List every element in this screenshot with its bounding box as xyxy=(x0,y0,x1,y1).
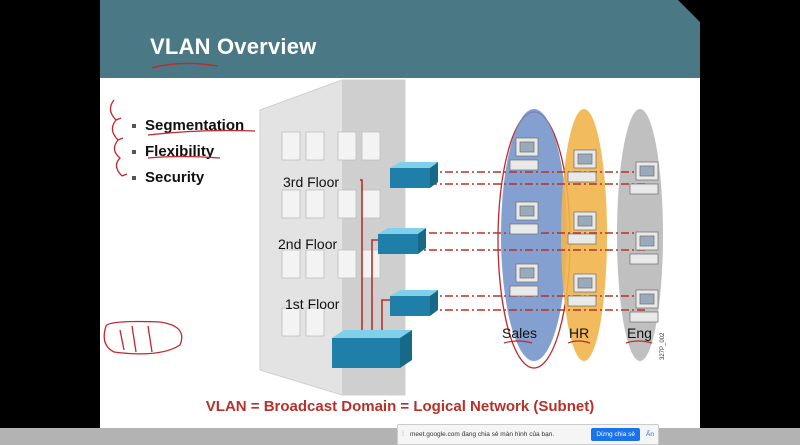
floor-label-2nd: 2nd Floor xyxy=(278,236,338,252)
pc-hr-2 xyxy=(567,211,597,245)
slide-header: VLAN Overview xyxy=(100,0,700,78)
pc-eng-2 xyxy=(629,231,659,265)
slide-code: 327P_002 xyxy=(660,332,666,360)
pc-hr-3 xyxy=(567,273,597,307)
label-underlines xyxy=(503,340,653,344)
stop-sharing-button[interactable]: Dừng chia sẻ xyxy=(591,428,641,441)
slide: VLAN Overview Segmentation Flexibility S… xyxy=(100,0,700,428)
drag-handle-icon[interactable]: ⁞ xyxy=(402,431,404,438)
core-switch xyxy=(332,330,412,368)
bullet-flexibility: Flexibility xyxy=(130,142,244,168)
vlan-diagram xyxy=(103,62,663,396)
workstations xyxy=(509,137,659,323)
pc-sales-3 xyxy=(509,263,539,297)
pc-hr-1 xyxy=(567,149,597,183)
hide-button[interactable]: Ẩn xyxy=(646,431,654,438)
switch-2nd-floor xyxy=(378,228,426,254)
slide-caption: VLAN = Broadcast Domain = Logical Networ… xyxy=(205,398,595,415)
header-corner xyxy=(678,0,700,22)
floor-switches xyxy=(332,162,438,368)
pc-sales-1 xyxy=(509,137,539,171)
group-label-sales: Sales xyxy=(502,325,538,341)
floor-label-3rd: 3rd Floor xyxy=(283,174,340,190)
bullet-segmentation: Segmentation xyxy=(130,116,244,142)
switch-3rd-floor xyxy=(390,162,438,188)
pc-sales-2 xyxy=(509,201,539,235)
sales-vlan-area xyxy=(501,109,567,361)
pc-eng-1 xyxy=(629,161,659,195)
pc-eng-3 xyxy=(629,289,659,323)
screen-share-notification: ⁞ meet.google.com đang chia sẻ màn hình … xyxy=(397,424,659,445)
floor-label-1st: 1st Floor xyxy=(285,296,340,312)
bullet-security: Security xyxy=(130,168,244,194)
group-label-hr: HR xyxy=(569,325,590,341)
group-label-eng: Eng xyxy=(627,325,652,341)
building-illustration xyxy=(259,79,406,396)
share-notice-text: meet.google.com đang chia sẻ màn hình củ… xyxy=(409,431,555,438)
switch-1st-floor xyxy=(390,290,438,316)
slide-title: VLAN Overview xyxy=(150,34,317,59)
bullet-list: Segmentation Flexibility Security xyxy=(130,116,244,194)
